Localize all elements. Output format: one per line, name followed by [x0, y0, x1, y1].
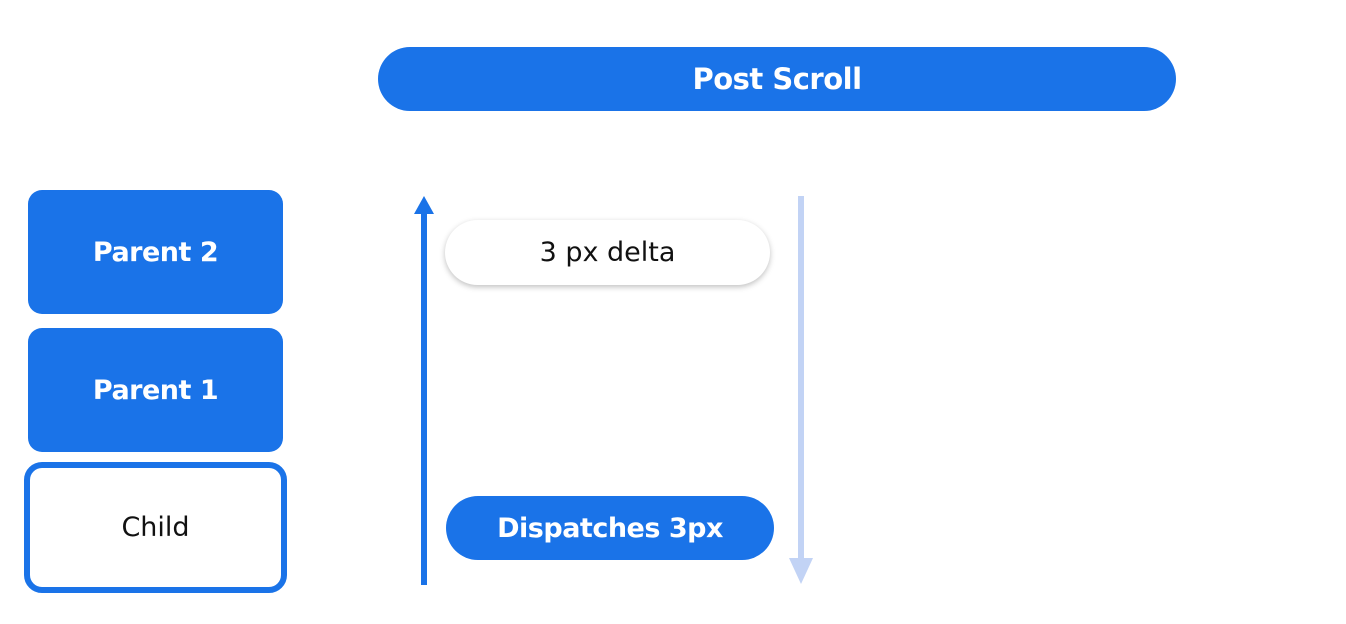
up-arrow-icon [414, 196, 434, 585]
down-arrow-icon [789, 196, 813, 584]
post-scroll-title: Post Scroll [692, 62, 862, 96]
post-scroll-banner: Post Scroll [378, 47, 1176, 111]
child-box: Child [24, 462, 287, 593]
delta-pill: 3 px delta [445, 220, 770, 285]
dispatch-label: Dispatches 3px [497, 512, 723, 544]
parent-1-box: Parent 1 [28, 328, 283, 452]
parent-2-box: Parent 2 [28, 190, 283, 314]
parent-1-label: Parent 1 [92, 374, 219, 406]
child-label: Child [121, 512, 190, 543]
dispatch-pill: Dispatches 3px [446, 496, 774, 560]
delta-label: 3 px delta [539, 237, 676, 268]
parent-2-label: Parent 2 [92, 236, 219, 268]
